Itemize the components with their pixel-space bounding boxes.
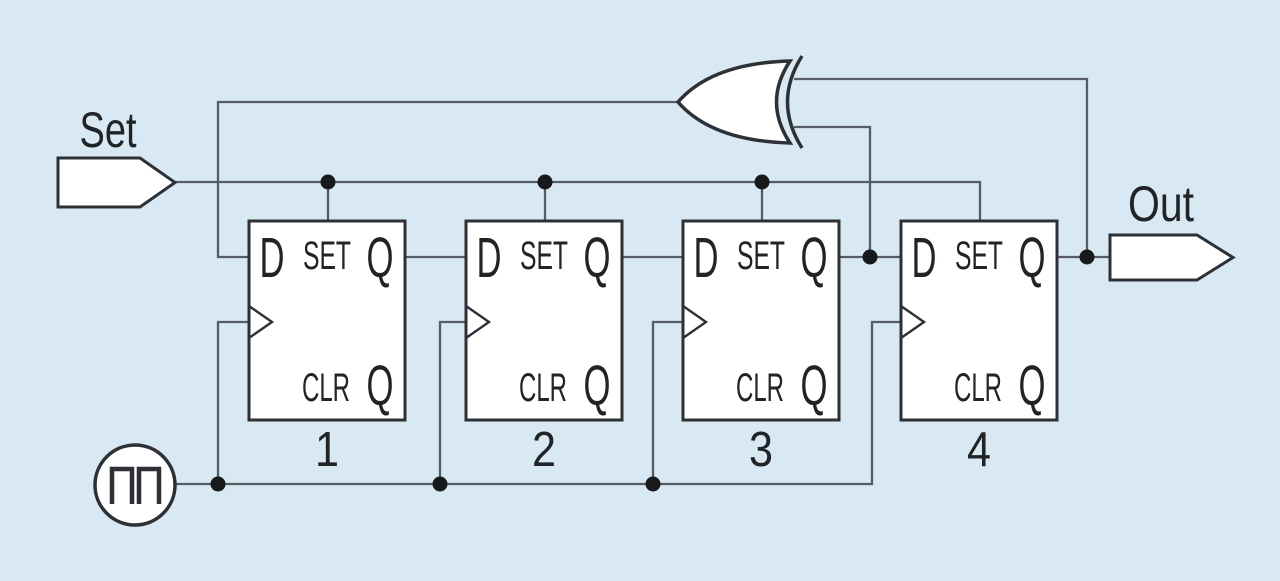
junction-dot bbox=[432, 476, 448, 492]
d-pin-label: D bbox=[912, 226, 937, 290]
q-pin-label: Q bbox=[584, 226, 611, 290]
out-label: Out bbox=[1128, 176, 1194, 232]
flipflop-4: D SET Q CLR Q 4 bbox=[899, 219, 1059, 477]
d-pin-label: D bbox=[694, 226, 719, 290]
set-input-tag: Set bbox=[56, 102, 178, 209]
clr-pin-label: CLR bbox=[736, 366, 784, 410]
set-pin-label: SET bbox=[303, 234, 351, 278]
xor-gate-body bbox=[675, 59, 794, 145]
clock-edge-triangle-icon bbox=[900, 305, 927, 339]
junction-dot bbox=[862, 249, 878, 265]
flipflop-number: 3 bbox=[749, 423, 773, 477]
clock-source-circle bbox=[93, 443, 177, 527]
junction-dot bbox=[537, 174, 553, 190]
junction-dot bbox=[1079, 249, 1095, 265]
d-pin-label: D bbox=[260, 226, 285, 290]
wire-xor-input-top bbox=[794, 77, 1089, 257]
junction-dot bbox=[210, 476, 226, 492]
xor-gate-second-arc bbox=[785, 55, 804, 149]
q-bar-pin-label: Q bbox=[367, 354, 394, 418]
clock-square-wave-icon bbox=[109, 466, 162, 504]
set-tag-shape bbox=[56, 156, 178, 209]
q-bar-pin-label: Q bbox=[801, 354, 828, 418]
wire-clock-branch-ff1 bbox=[216, 320, 249, 484]
junction-dot bbox=[754, 174, 770, 190]
flipflop-2: D SET Q CLR Q 2 bbox=[464, 219, 624, 477]
clr-pin-label: CLR bbox=[519, 366, 567, 410]
clock-edge-triangle-icon bbox=[465, 305, 492, 339]
junction-dot bbox=[645, 476, 661, 492]
clock-source-icon bbox=[93, 443, 177, 527]
clr-pin-label: CLR bbox=[302, 366, 350, 410]
set-pin-label: SET bbox=[520, 234, 568, 278]
flipflop-body bbox=[899, 219, 1059, 422]
wire-clock-branch-ff3 bbox=[651, 320, 683, 484]
out-output-tag: Out bbox=[1108, 176, 1236, 282]
flipflop-1: D SET Q CLR Q 1 bbox=[247, 219, 407, 477]
wire-clock-line bbox=[175, 320, 901, 486]
q-bar-pin-label: Q bbox=[1019, 354, 1046, 418]
wire-clock-branch-ff2 bbox=[438, 320, 466, 484]
flipflop-body bbox=[247, 219, 407, 422]
flipflop-body bbox=[464, 219, 624, 422]
q-pin-label: Q bbox=[801, 226, 828, 290]
wire-xor-input-bottom bbox=[794, 125, 872, 257]
q-pin-label: Q bbox=[367, 226, 394, 290]
clock-edge-triangle-icon bbox=[682, 305, 709, 339]
clock-edge-triangle-icon bbox=[248, 305, 275, 339]
flipflop-body bbox=[681, 219, 841, 422]
d-pin-label: D bbox=[477, 226, 502, 290]
xor-gate-icon bbox=[675, 55, 804, 149]
q-bar-pin-label: Q bbox=[584, 354, 611, 418]
out-tag-shape bbox=[1108, 233, 1236, 282]
flipflop-number: 4 bbox=[967, 423, 991, 477]
flipflop-number: 2 bbox=[532, 423, 556, 477]
wire-xor-feedback bbox=[216, 100, 678, 259]
clr-pin-label: CLR bbox=[954, 366, 1002, 410]
junction-dot bbox=[320, 174, 336, 190]
wire-set-line bbox=[175, 180, 982, 221]
q-pin-label: Q bbox=[1019, 226, 1046, 290]
flipflop-3: D SET Q CLR Q 3 bbox=[681, 219, 841, 477]
set-pin-label: SET bbox=[737, 234, 785, 278]
junction-dots bbox=[210, 174, 1095, 492]
flipflop-number: 1 bbox=[315, 423, 339, 477]
set-pin-label: SET bbox=[955, 234, 1003, 278]
set-label: Set bbox=[80, 102, 137, 158]
